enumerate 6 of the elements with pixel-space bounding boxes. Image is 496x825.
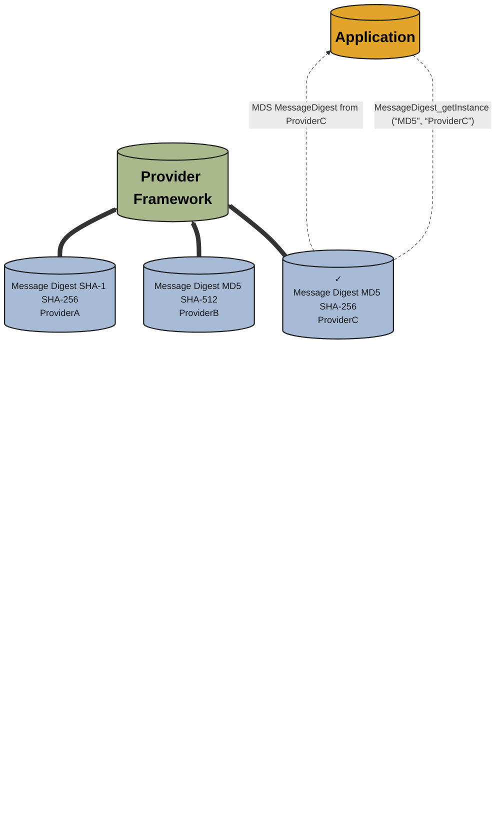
connector <box>393 54 434 261</box>
edge-label: MessageDigest_getInstance (“MD5”, “ProviderC”) <box>374 103 489 126</box>
arrow <box>306 50 331 252</box>
edge-label: MDS MessageDigest from ProviderC <box>252 103 358 126</box>
arrow <box>190 220 202 257</box>
arrow <box>228 204 288 258</box>
